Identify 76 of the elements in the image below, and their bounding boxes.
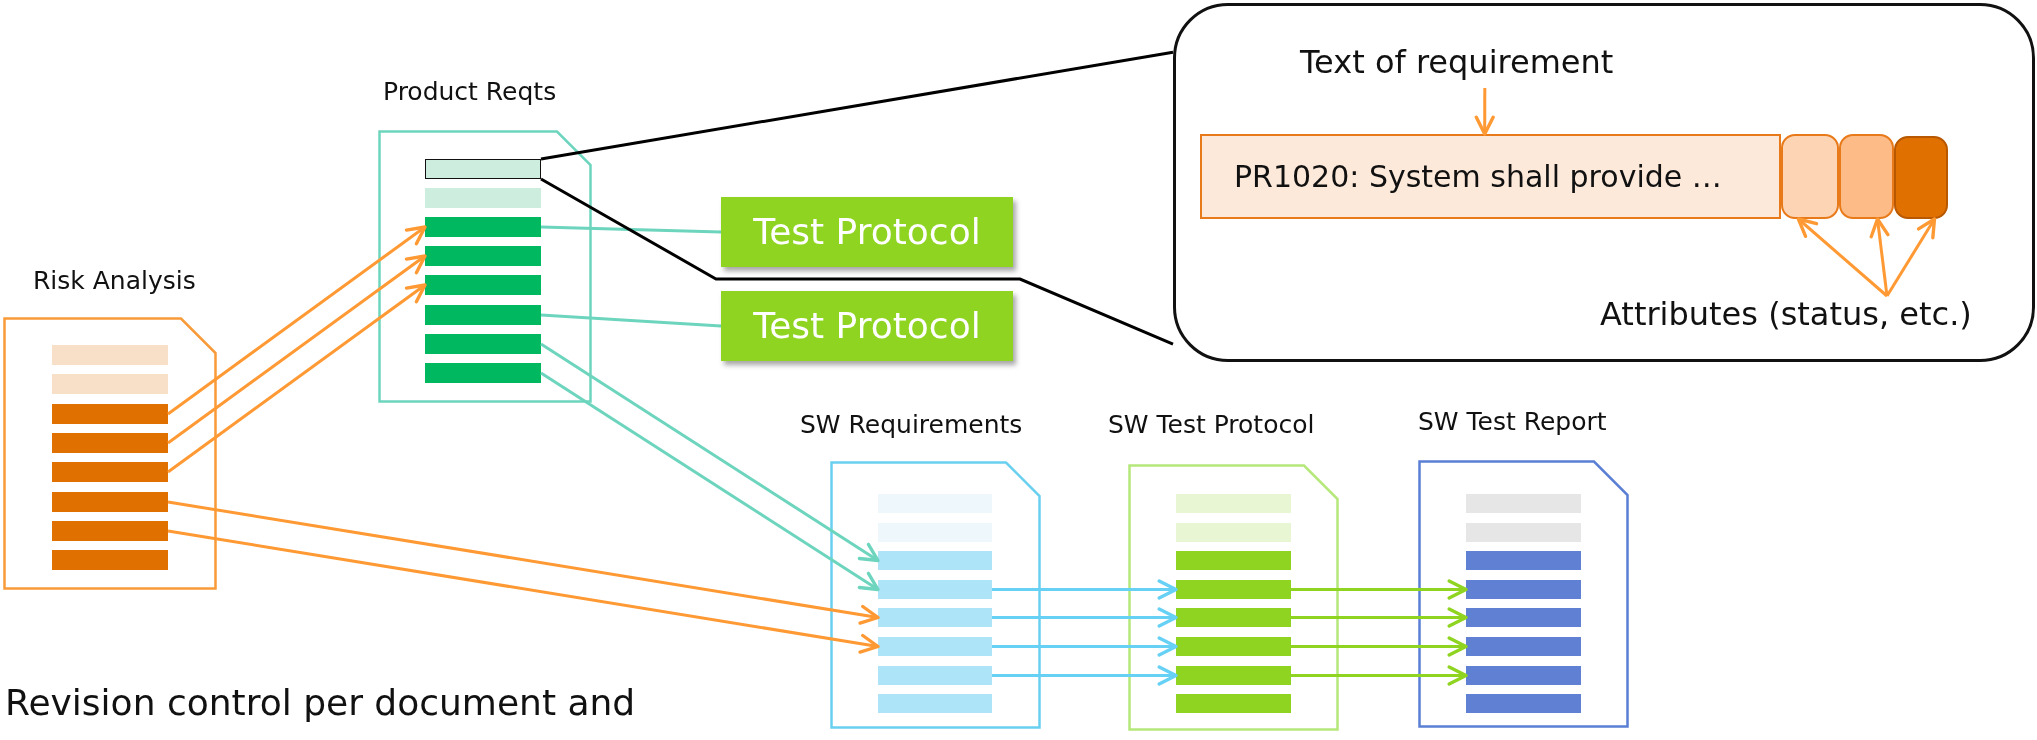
requirement-bar (1466, 494, 1581, 513)
requirement-bar (52, 433, 168, 453)
arrow (1291, 665, 1468, 686)
requirement-bar (1176, 551, 1291, 570)
requirement-bar (1466, 666, 1581, 685)
requirement-bar (1176, 494, 1291, 513)
arrow (540, 342, 880, 563)
requirement-bar (878, 551, 992, 570)
requirement-bar (878, 694, 992, 713)
leader-line (1474, 88, 1495, 136)
arrow (992, 607, 1178, 628)
requirement-bar (425, 246, 541, 266)
requirement-bar (52, 492, 168, 512)
attribute-cell (1781, 134, 1839, 219)
callout-label: Text of requirement (1300, 44, 1614, 81)
connector-line (540, 50, 1174, 161)
arrow (167, 283, 427, 474)
connector-line (540, 177, 1174, 346)
requirement-bar (425, 275, 541, 295)
requirement-bar (878, 608, 992, 627)
arrow (167, 225, 427, 416)
requirement-bar (425, 305, 541, 325)
requirement-bar (1176, 666, 1291, 685)
requirement-bar (52, 404, 168, 424)
callout-label: Attributes (status, etc.) (1600, 296, 1972, 333)
requirement-bar (1466, 551, 1581, 570)
requirement-bar (1176, 580, 1291, 599)
requirement-bar (52, 462, 168, 482)
document-box: Test Protocol (721, 291, 1013, 361)
requirement-bar (52, 374, 168, 394)
arrow (167, 254, 427, 445)
requirement-bar (425, 217, 541, 237)
leader-line (1796, 217, 1888, 298)
requirement-bar (1176, 694, 1291, 713)
requirement-bar (878, 580, 992, 599)
requirement-bar (1466, 523, 1581, 542)
arrow (540, 371, 880, 592)
attribute-cell (1894, 136, 1948, 219)
requirement-bar (1466, 580, 1581, 599)
requirement-bar (1176, 608, 1291, 627)
arrow (1291, 579, 1468, 600)
requirement-bar (425, 188, 541, 208)
requirement-bar (425, 363, 541, 383)
connector-line (540, 225, 722, 234)
requirement-bar: PR1020: System shall provide … (1200, 134, 1781, 219)
requirement-bar (52, 345, 168, 365)
requirement-bar (52, 550, 168, 570)
requirement-bar (1466, 608, 1581, 627)
arrow (1291, 607, 1468, 628)
note-text: Revision control per document and (5, 682, 636, 724)
document-title: Risk Analysis (33, 267, 196, 296)
requirement-bar (878, 637, 992, 656)
arrow (1291, 636, 1468, 657)
requirement-bar (1176, 637, 1291, 656)
document-title: SW Test Protocol (1108, 411, 1315, 440)
document-title: SW Requirements (800, 411, 1023, 440)
connector-line (540, 313, 722, 328)
requirement-bar (425, 334, 541, 354)
arrow (992, 579, 1178, 600)
attribute-cell (1839, 134, 1894, 219)
document-title: Product Reqts (383, 78, 557, 107)
requirement-bar (425, 159, 541, 179)
zoom-callout (1173, 3, 2035, 362)
requirement-bar (1466, 694, 1581, 713)
requirement-bar (52, 521, 168, 541)
requirement-bar (1466, 637, 1581, 656)
requirement-bar (1176, 523, 1291, 542)
arrow (992, 636, 1178, 657)
arrow (992, 665, 1178, 686)
document-title: SW Test Report (1418, 408, 1607, 437)
requirement-bar (878, 666, 992, 685)
document-box: Test Protocol (721, 197, 1013, 267)
arrow (167, 500, 880, 625)
leader-line (1885, 217, 1937, 297)
arrow (167, 529, 880, 654)
leader-line (1869, 217, 1890, 297)
